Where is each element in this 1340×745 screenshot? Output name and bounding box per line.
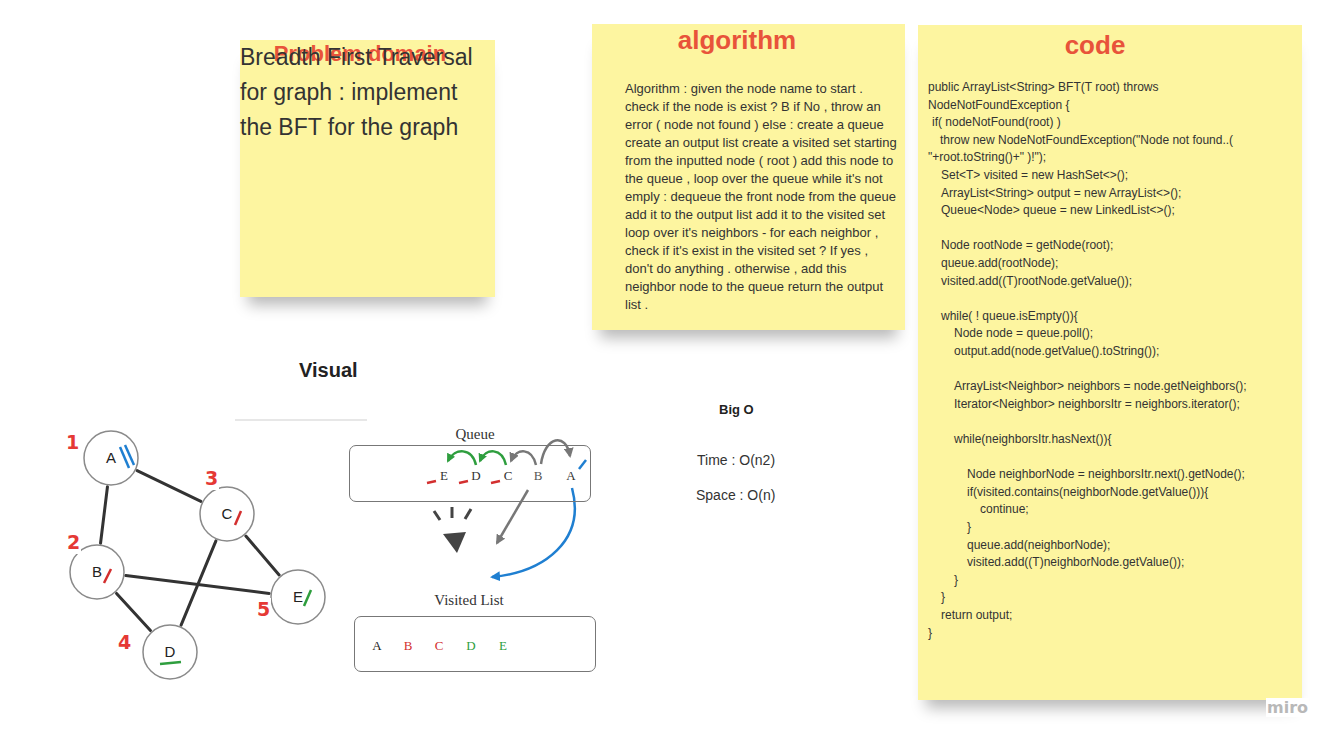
- visited-mark: [104, 569, 111, 583]
- code-line: throw new NodeNotFoundException("Node no…: [928, 132, 1278, 167]
- code-line: if( nodeNotFound(root) ): [932, 114, 1061, 132]
- note-body: Algorithm : given the node name to start…: [625, 80, 897, 314]
- code-line: ArrayList<Neighbor> neighbors = node.get…: [954, 378, 1247, 396]
- graph-node-circle: C: [199, 486, 255, 542]
- list-item-letter: E: [434, 468, 454, 484]
- list-item-letter: C: [429, 638, 449, 654]
- code-line: Iterator<Neighbor> neighborsItr = neighb…: [954, 396, 1240, 414]
- list-item-letter: B: [528, 468, 548, 484]
- code-line: }: [941, 589, 945, 607]
- box-heading: Visited List: [409, 591, 529, 609]
- graph-edge: [137, 471, 201, 502]
- visited-mark: [235, 511, 241, 525]
- move-arrow: [497, 490, 528, 543]
- callout-number: 5: [256, 598, 271, 621]
- section-heading: Big O: [718, 402, 755, 418]
- callout-number: 1: [65, 431, 80, 454]
- list-item-letter: D: [466, 468, 486, 484]
- code-line: Node neighborNode = neighborsItr.next().…: [967, 466, 1245, 484]
- list-item-letter: E: [493, 638, 513, 654]
- dequeue-mark: [579, 460, 586, 469]
- callout-number: 4: [117, 631, 132, 654]
- circle-shape: [84, 431, 138, 485]
- code-line: Node rootNode = getNode(root);: [941, 237, 1113, 255]
- shift-arrow: [448, 451, 476, 465]
- list-item-letter: A: [367, 638, 387, 654]
- callout-number: 3: [204, 467, 219, 490]
- list-item-letter: A: [561, 468, 581, 484]
- dequeue-mark: [459, 481, 468, 483]
- graph-node-circle: E: [270, 569, 326, 625]
- code-line: public ArrayList<String> BFT(T root) thr…: [928, 79, 1228, 114]
- section-heading: Visual: [298, 358, 359, 382]
- shift-arrow: [541, 440, 570, 464]
- node-letter: A: [83, 449, 139, 467]
- shift-arrow: [480, 451, 506, 465]
- note-heading: algorithm: [592, 24, 882, 56]
- visited-mark: [160, 662, 181, 664]
- graph-edge: [117, 593, 151, 630]
- callout-number: 2: [66, 531, 81, 554]
- node-letter: B: [69, 563, 125, 581]
- node-letter: D: [142, 643, 198, 661]
- code-line: }: [954, 572, 958, 590]
- code-line: ArrayList<String> output = new ArrayList…: [941, 185, 1181, 203]
- code-line: while( ! queue.isEmpty()){: [941, 308, 1078, 326]
- node-letter: E: [270, 588, 326, 606]
- code-line: return output;: [941, 607, 1012, 625]
- box-outline: [349, 445, 591, 502]
- box-heading: Queue: [415, 425, 535, 443]
- code-line: visited.add((T)rootNode.getValue());: [941, 273, 1132, 291]
- note-heading: code: [918, 29, 1272, 61]
- circle-shape: [143, 625, 197, 679]
- list-item-letter: C: [498, 468, 518, 484]
- code-line: Node node = queue.poll();: [954, 325, 1093, 343]
- funnel-icon: [434, 507, 471, 553]
- graph-node-circle: A: [83, 430, 139, 486]
- node-letter: C: [199, 505, 255, 523]
- graph-node-circle: D: [142, 624, 198, 680]
- circle-shape: [271, 570, 325, 624]
- visited-mark: [125, 445, 134, 465]
- list-box: Visited ListABCDE: [354, 590, 597, 673]
- code-line: output.add(node.getValue().toString());: [954, 343, 1159, 361]
- circle-shape: [200, 487, 254, 541]
- visited-mark: [304, 590, 311, 606]
- code-line: }: [967, 519, 971, 537]
- list-item-letter: D: [461, 638, 481, 654]
- dequeue-mark: [427, 481, 436, 483]
- shift-arrow: [511, 451, 536, 465]
- complexity-note: Time : O(n2): [696, 452, 776, 469]
- complexity-note: Space : O(n): [695, 487, 776, 504]
- sticky-note: code public ArrayList<String> BFT(T root)…: [918, 25, 1302, 700]
- code-line: visited.add((T)neighborNode.getValue());: [967, 554, 1184, 572]
- code-line: }: [928, 625, 932, 643]
- graph-edge: [246, 536, 279, 575]
- list-box: QueueEDCBA: [349, 424, 592, 503]
- code-line: queue.add(neighborNode);: [967, 537, 1110, 555]
- visual-underline: [235, 420, 367, 421]
- graph-edge: [181, 541, 216, 625]
- watermark: miro: [1266, 698, 1309, 717]
- graph-edge: [101, 487, 108, 543]
- code-line: continue;: [980, 501, 1029, 519]
- list-item-letter: B: [398, 638, 418, 654]
- code-line: if(visited.contains(neighborNode.getValu…: [967, 484, 1208, 502]
- sticky-note: algorithmAlgorithm : given the node name…: [592, 24, 905, 330]
- dequeue-mark: [491, 481, 500, 483]
- code-line: queue.add(rootNode);: [941, 255, 1058, 273]
- sticky-note: Problem domainBreadth First Traversal fo…: [240, 40, 495, 297]
- note-body: Breadth First Traversal for graph : impl…: [240, 40, 495, 145]
- code-line: Queue<Node> queue = new LinkedList<>();: [941, 202, 1175, 220]
- code-line: while(neighborsItr.hasNext()){: [954, 431, 1111, 449]
- code-line: Set<T> visited = new HashSet<>();: [941, 167, 1128, 185]
